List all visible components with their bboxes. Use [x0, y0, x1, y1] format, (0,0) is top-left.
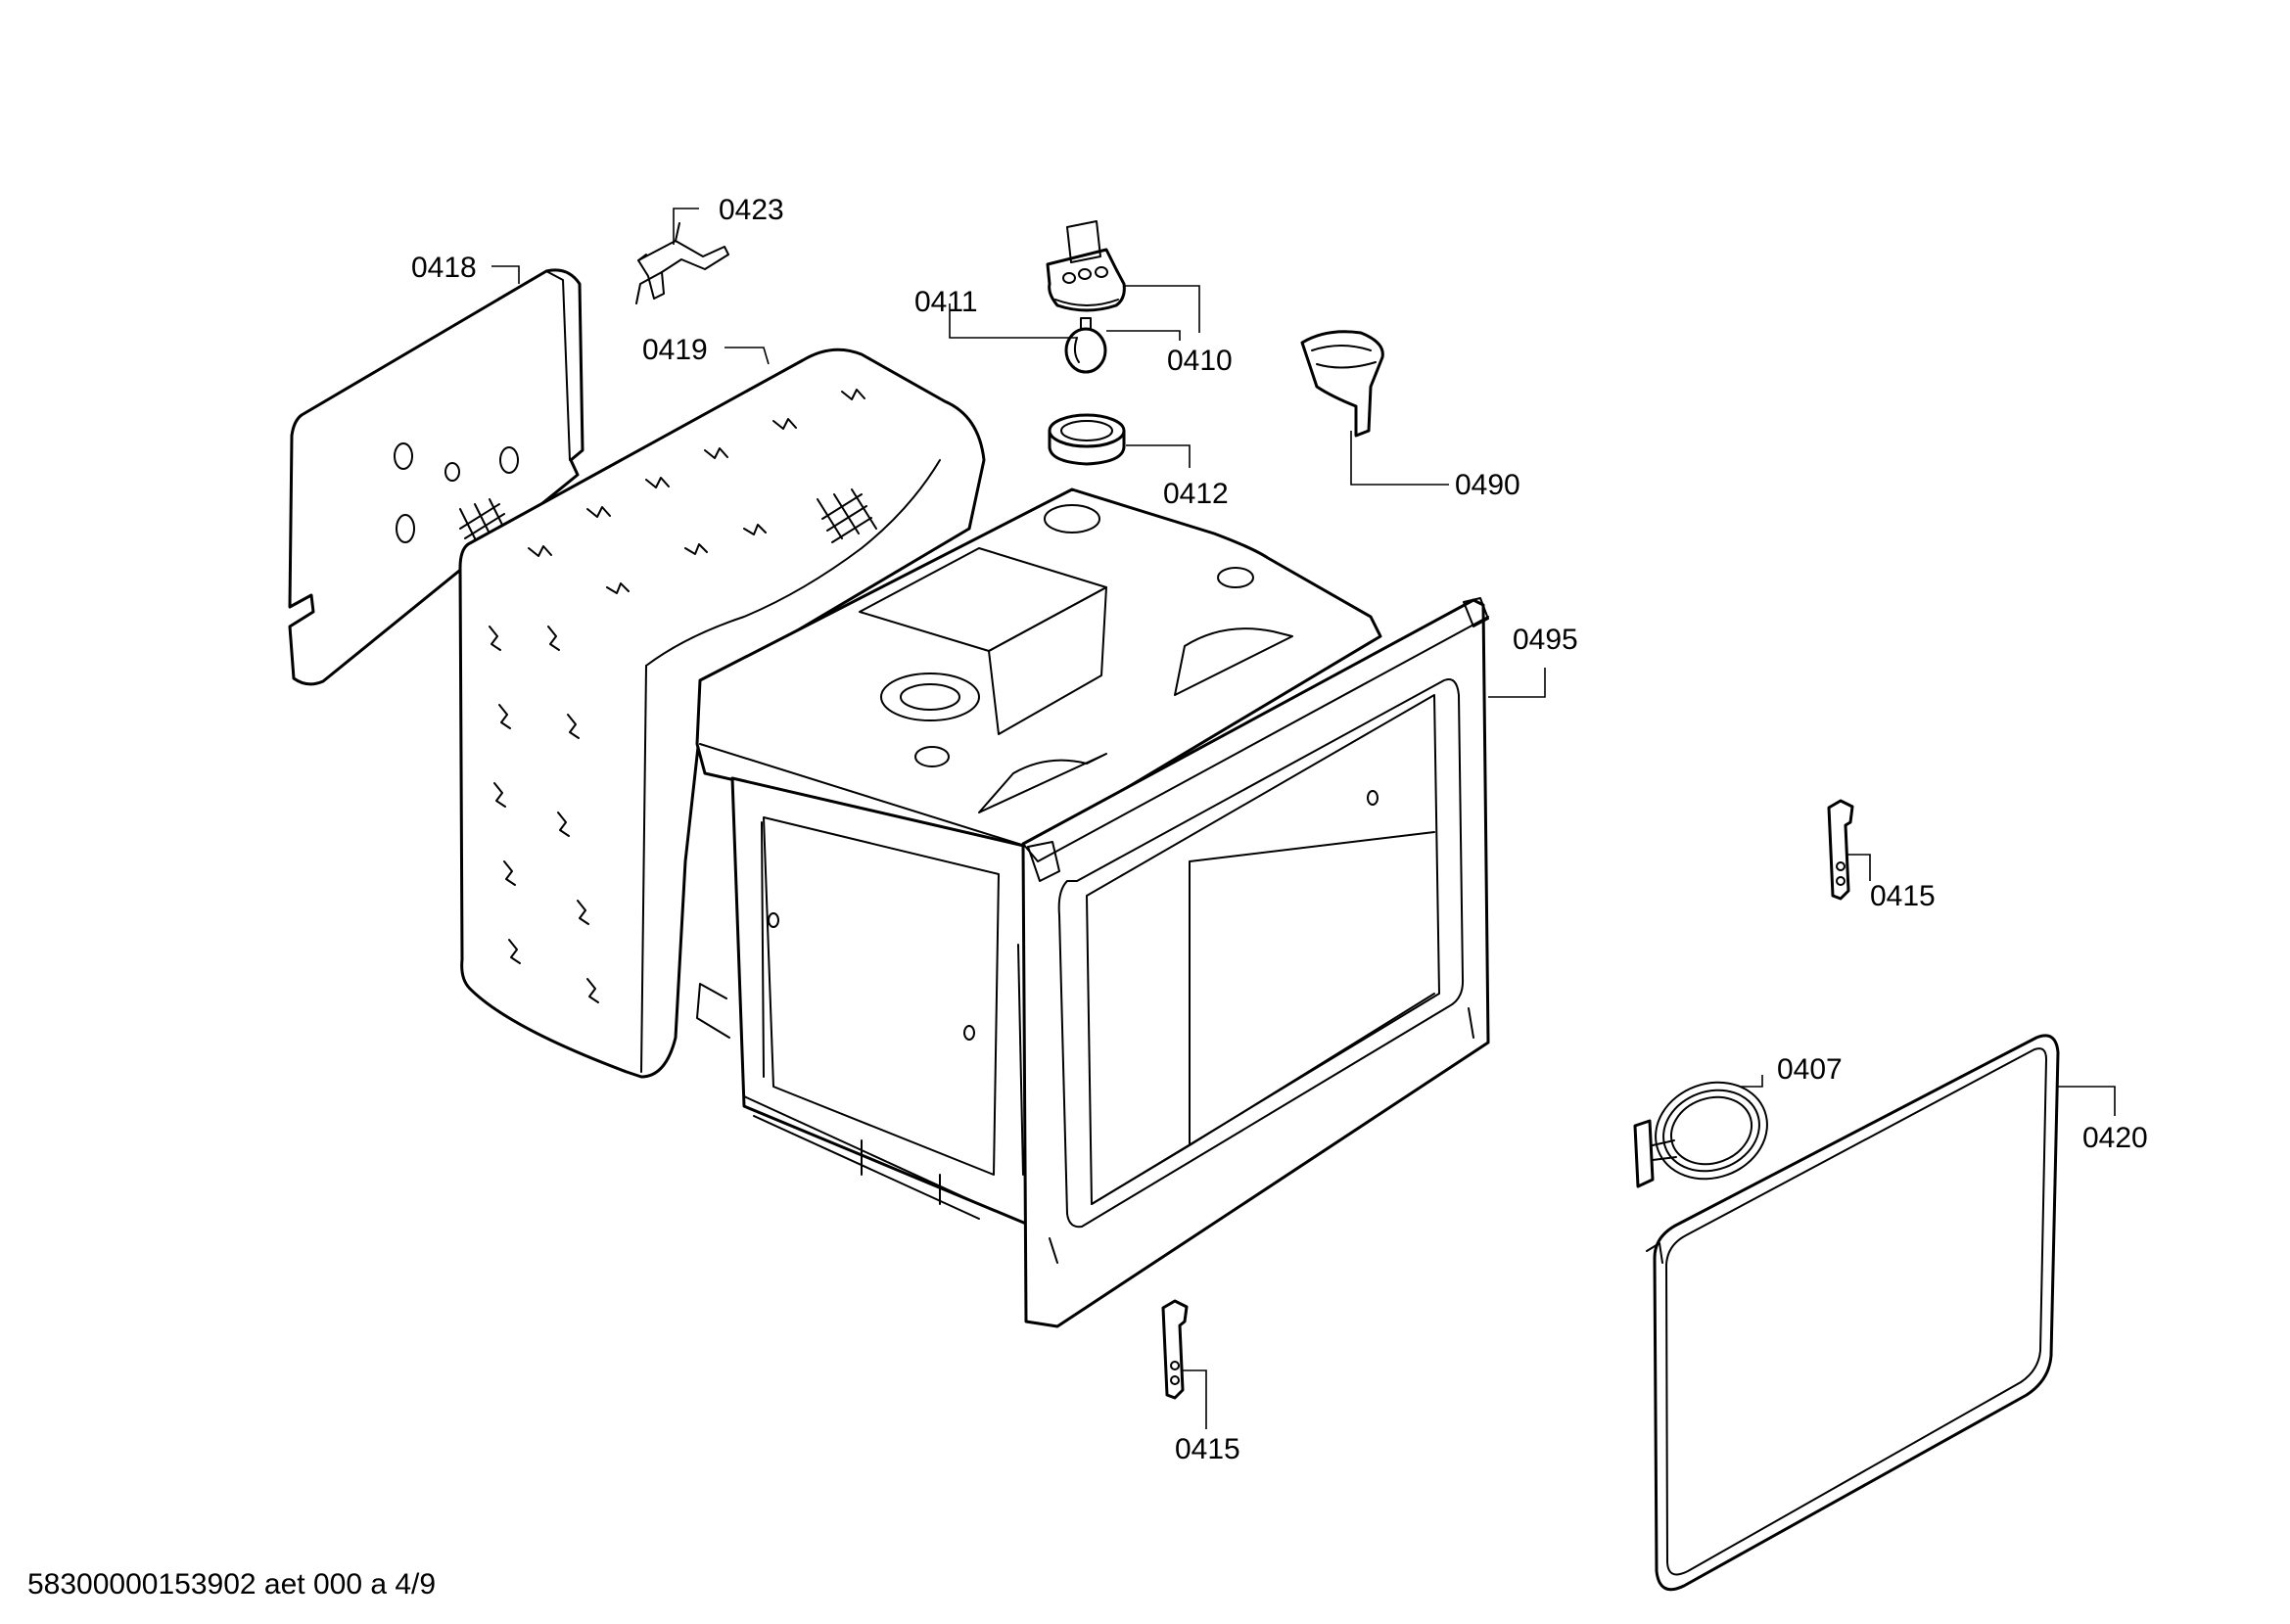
drawing-reference-code: 58300000153902 aet 000 a 4/9: [27, 1568, 436, 1601]
label-0490: 0490: [1455, 469, 1520, 501]
label-0420: 0420: [2082, 1122, 2148, 1154]
part-0423-bracket: [635, 222, 729, 304]
part-0415-rail-bottom: [1161, 1299, 1189, 1400]
part-0410-lamp-holder: [1046, 220, 1126, 312]
part-0411-lamp-bulb: [1064, 317, 1107, 374]
part-0490-cover: [1300, 330, 1384, 438]
oven-cavity-body: [695, 487, 1490, 1328]
label-0410: 0410: [1167, 345, 1233, 377]
part-0415-rail-right: [1827, 799, 1854, 901]
part-0412-lamp-ring: [1048, 413, 1126, 466]
part-0420-door-seal: [1646, 1034, 2060, 1592]
label-0418: 0418: [411, 252, 477, 284]
label-0407: 0407: [1777, 1053, 1843, 1086]
label-0495: 0495: [1513, 624, 1578, 656]
label-0415-right: 0415: [1870, 880, 1936, 912]
label-0423: 0423: [719, 194, 784, 226]
label-0411: 0411: [914, 286, 978, 318]
label-0412: 0412: [1163, 478, 1229, 510]
part-labels: 0418 0423 0419 0411 0410 0412 0490 0495 …: [411, 194, 2148, 1465]
label-0415-bottom: 0415: [1175, 1433, 1240, 1465]
label-0419: 0419: [642, 334, 708, 366]
leader-lines: [491, 208, 2116, 1429]
part-0418-rear-panel: [288, 268, 584, 686]
part-0419-insulation-wrap: [458, 348, 986, 1079]
part-0407-heating-element: [1633, 1081, 1768, 1188]
